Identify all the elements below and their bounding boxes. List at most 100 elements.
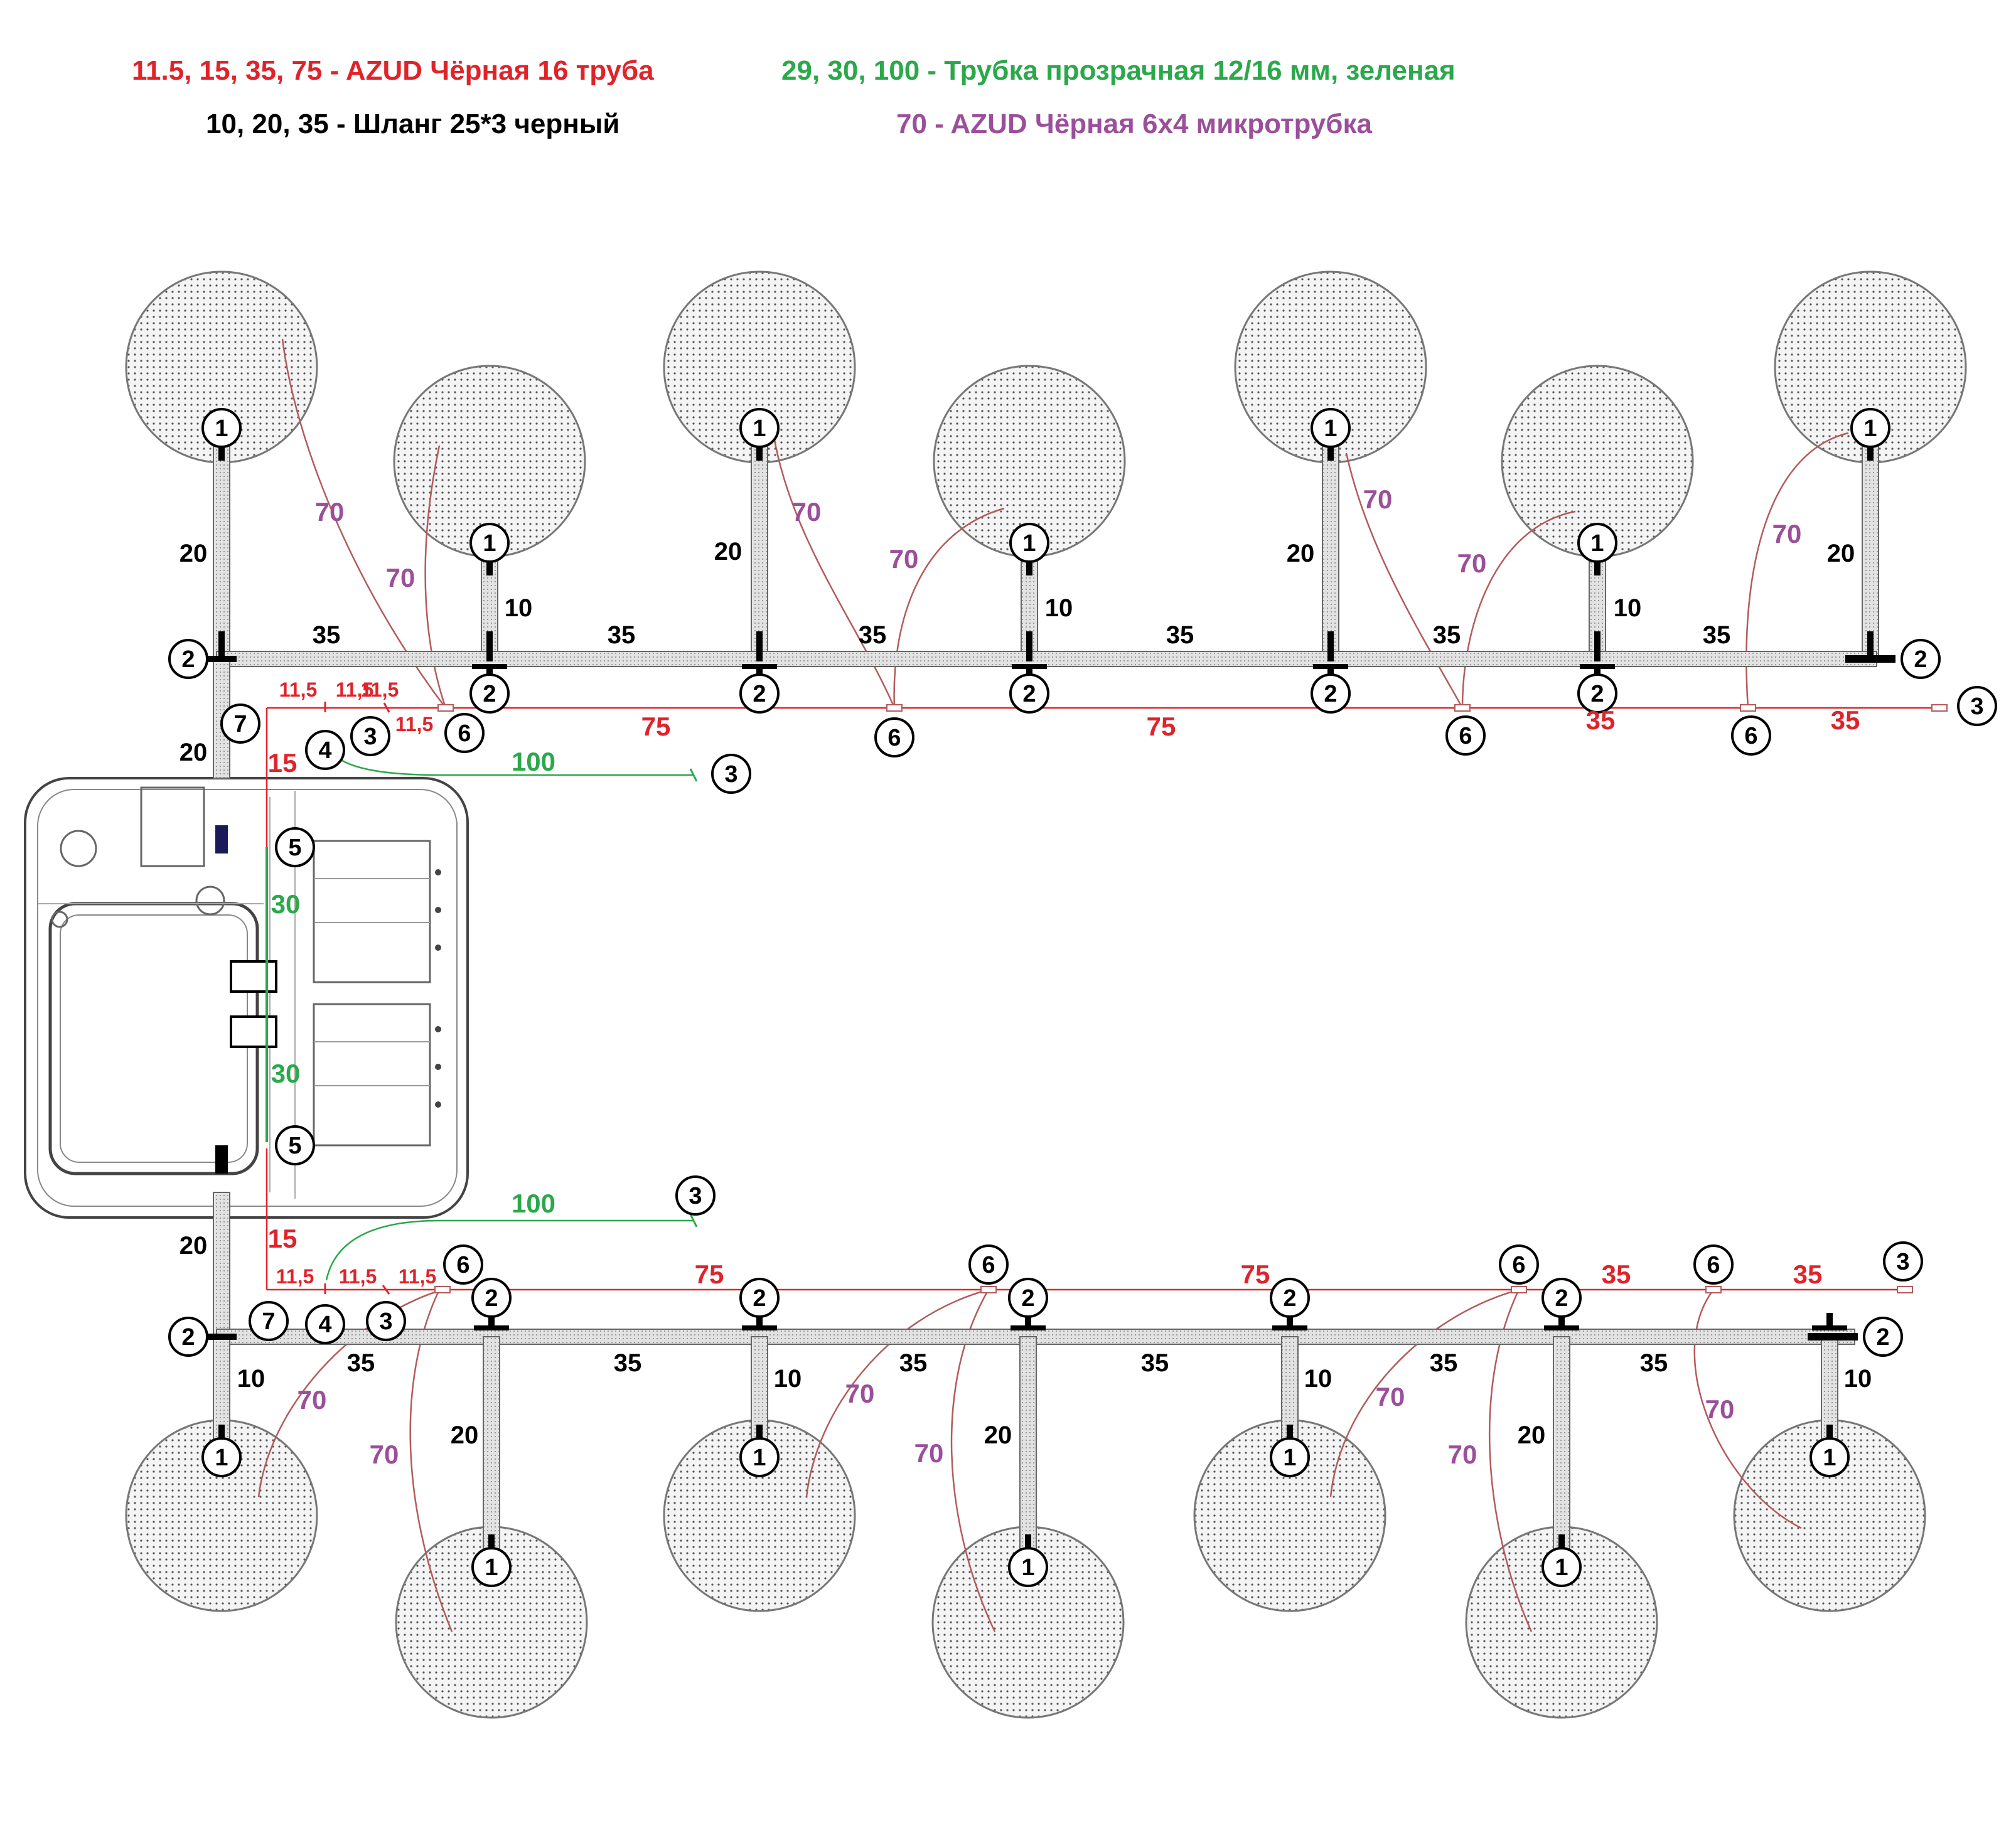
- top-tree-marker-1: 1: [201, 408, 242, 448]
- top-branch-5: [1322, 434, 1339, 660]
- bottom-branch-6: [1553, 1336, 1570, 1561]
- bottom-red-main-3: 35: [1602, 1260, 1631, 1289]
- top-branch-base-6: [1594, 631, 1600, 661]
- top-tee-marker-4: 2: [1311, 673, 1351, 714]
- top-branch-label-1: 20: [180, 540, 208, 567]
- bottom-red-small-1: 11,5: [276, 1265, 314, 1288]
- svg-text:2: 2: [181, 646, 195, 673]
- bottom-dripper-5: [1897, 1286, 1913, 1293]
- top-micro-5: [1345, 452, 1464, 709]
- bottom-red-joint: [382, 1285, 390, 1295]
- top-branch-base-2: [486, 631, 493, 661]
- bottom-micro-1: [257, 1288, 443, 1497]
- legend-green: 29, 30, 100 - Трубка прозрачная 12/16 мм…: [781, 55, 1456, 86]
- top-trunk-label: 20: [180, 739, 208, 766]
- bottom-tee-6: [1812, 1313, 1847, 1330]
- bottom-plug-marker-2: 3: [675, 1175, 716, 1216]
- top-tree-marker-5: 1: [1311, 408, 1351, 448]
- svg-text:2: 2: [1555, 1285, 1568, 1312]
- top-main-label-2: 35: [608, 621, 636, 649]
- top-tee-left: [206, 656, 237, 662]
- svg-text:3: 3: [379, 1308, 392, 1335]
- top-dripper-marker-1: 6: [444, 713, 485, 753]
- top-micro-6: [1461, 510, 1576, 709]
- top-branch-7: [1862, 434, 1879, 660]
- bottom-plug-marker-1: 3: [366, 1301, 406, 1341]
- top-branch-base-7: [1867, 631, 1874, 661]
- top-tee-marker-right: 2: [1901, 639, 1941, 679]
- svg-text:6: 6: [1707, 1252, 1720, 1278]
- top-micro-label-4: 70: [889, 544, 919, 574]
- bottom-micro-label-6: 70: [1448, 1440, 1477, 1469]
- bottom-tee-1: [474, 1313, 509, 1330]
- top-main-label-4: 35: [1166, 621, 1194, 649]
- svg-text:2: 2: [181, 1324, 195, 1351]
- top-micro-7: [1745, 432, 1849, 709]
- top-tree-marker-6: 1: [1577, 523, 1617, 563]
- top-micro-label-5: 70: [1363, 484, 1393, 514]
- bottom-tree-marker-4: 1: [1008, 1547, 1048, 1587]
- bottom-micro-label-3: 70: [845, 1379, 875, 1408]
- top-plug-marker-3: 3: [1957, 686, 1997, 726]
- bottom-tree-marker-7: 1: [1810, 1437, 1850, 1477]
- bottom-green-label: 100: [512, 1189, 555, 1218]
- bottom-tee-marker-2: 2: [739, 1278, 780, 1318]
- bottom-red-small-2: 11,5: [339, 1265, 377, 1288]
- green-riser-label-2: 30: [271, 1059, 301, 1088]
- bottom-dripper-marker-2: 6: [968, 1244, 1009, 1285]
- bottom-branch-label-2: 20: [451, 1421, 479, 1449]
- svg-text:2: 2: [1022, 681, 1036, 707]
- bottom-tee-marker-5: 2: [1541, 1278, 1582, 1318]
- top-dripper-3: [1454, 704, 1471, 712]
- top-green-plug: [689, 768, 698, 782]
- svg-text:3: 3: [1896, 1249, 1909, 1275]
- bottom-tee-marker-right: 2: [1863, 1317, 1903, 1357]
- top-red-main-2: 75: [1147, 712, 1176, 741]
- bottom-red-riser-label: 15: [268, 1224, 298, 1253]
- top-red-small-2: 11,5: [336, 678, 374, 701]
- green-node-marker-2: 5: [275, 1125, 315, 1165]
- bottom-tee-5: [1544, 1313, 1579, 1330]
- bottom-branch-2: [483, 1336, 500, 1561]
- top-branch-base-5: [1327, 631, 1334, 661]
- legend-black: 10, 20, 35 - Шланг 25*3 черный: [206, 109, 619, 139]
- top-red-main-4: 35: [1831, 705, 1860, 735]
- bottom-micro-label-1: 70: [298, 1385, 327, 1415]
- top-branch-label-4: 10: [1045, 594, 1073, 622]
- bottom-branch-label-1: 10: [237, 1365, 265, 1393]
- bottom-micro-label-7: 70: [1705, 1394, 1735, 1424]
- bottom-tree-marker-3: 1: [739, 1437, 780, 1477]
- top-micro-label-3: 70: [792, 497, 822, 527]
- svg-text:3: 3: [1970, 693, 1983, 720]
- top-connector-marker: 4: [305, 730, 345, 770]
- svg-text:4: 4: [318, 1312, 331, 1338]
- bottom-red-main-2: 75: [1241, 1260, 1270, 1289]
- svg-text:1: 1: [215, 1445, 228, 1471]
- svg-text:6: 6: [1512, 1252, 1525, 1278]
- bottom-red-small-3: 11,5: [399, 1265, 437, 1288]
- top-tree-marker-7: 1: [1850, 408, 1890, 448]
- top-main-label-6: 35: [1703, 621, 1731, 649]
- svg-text:5: 5: [288, 1133, 301, 1159]
- svg-text:2: 2: [485, 1285, 498, 1312]
- top-tree-marker-2: 1: [469, 523, 510, 563]
- bottom-tee-marker-4: 2: [1270, 1278, 1310, 1318]
- bottom-tree-marker-2: 1: [471, 1547, 512, 1587]
- top-tee-marker-2: 2: [739, 673, 780, 714]
- bottom-tee-2: [742, 1313, 777, 1330]
- svg-text:1: 1: [215, 415, 228, 442]
- bottom-main-label-3: 35: [899, 1349, 928, 1377]
- top-dripper-marker-4: 6: [1731, 715, 1771, 756]
- top-green-label: 100: [512, 747, 555, 776]
- top-tree-marker-4: 1: [1009, 523, 1049, 563]
- bottom-trunk-label: 20: [180, 1232, 208, 1260]
- bottom-red-main-4: 35: [1793, 1260, 1823, 1289]
- legend-red: 11.5, 15, 35, 75 - AZUD Чёрная 16 труба: [132, 55, 654, 86]
- top-micro-4: [893, 507, 1005, 709]
- svg-text:1: 1: [1021, 1554, 1034, 1581]
- top-branch-label-7: 20: [1827, 540, 1855, 567]
- top-micro-label-6: 70: [1457, 548, 1487, 578]
- top-tee-right: [1845, 655, 1895, 663]
- svg-text:2: 2: [753, 1285, 766, 1312]
